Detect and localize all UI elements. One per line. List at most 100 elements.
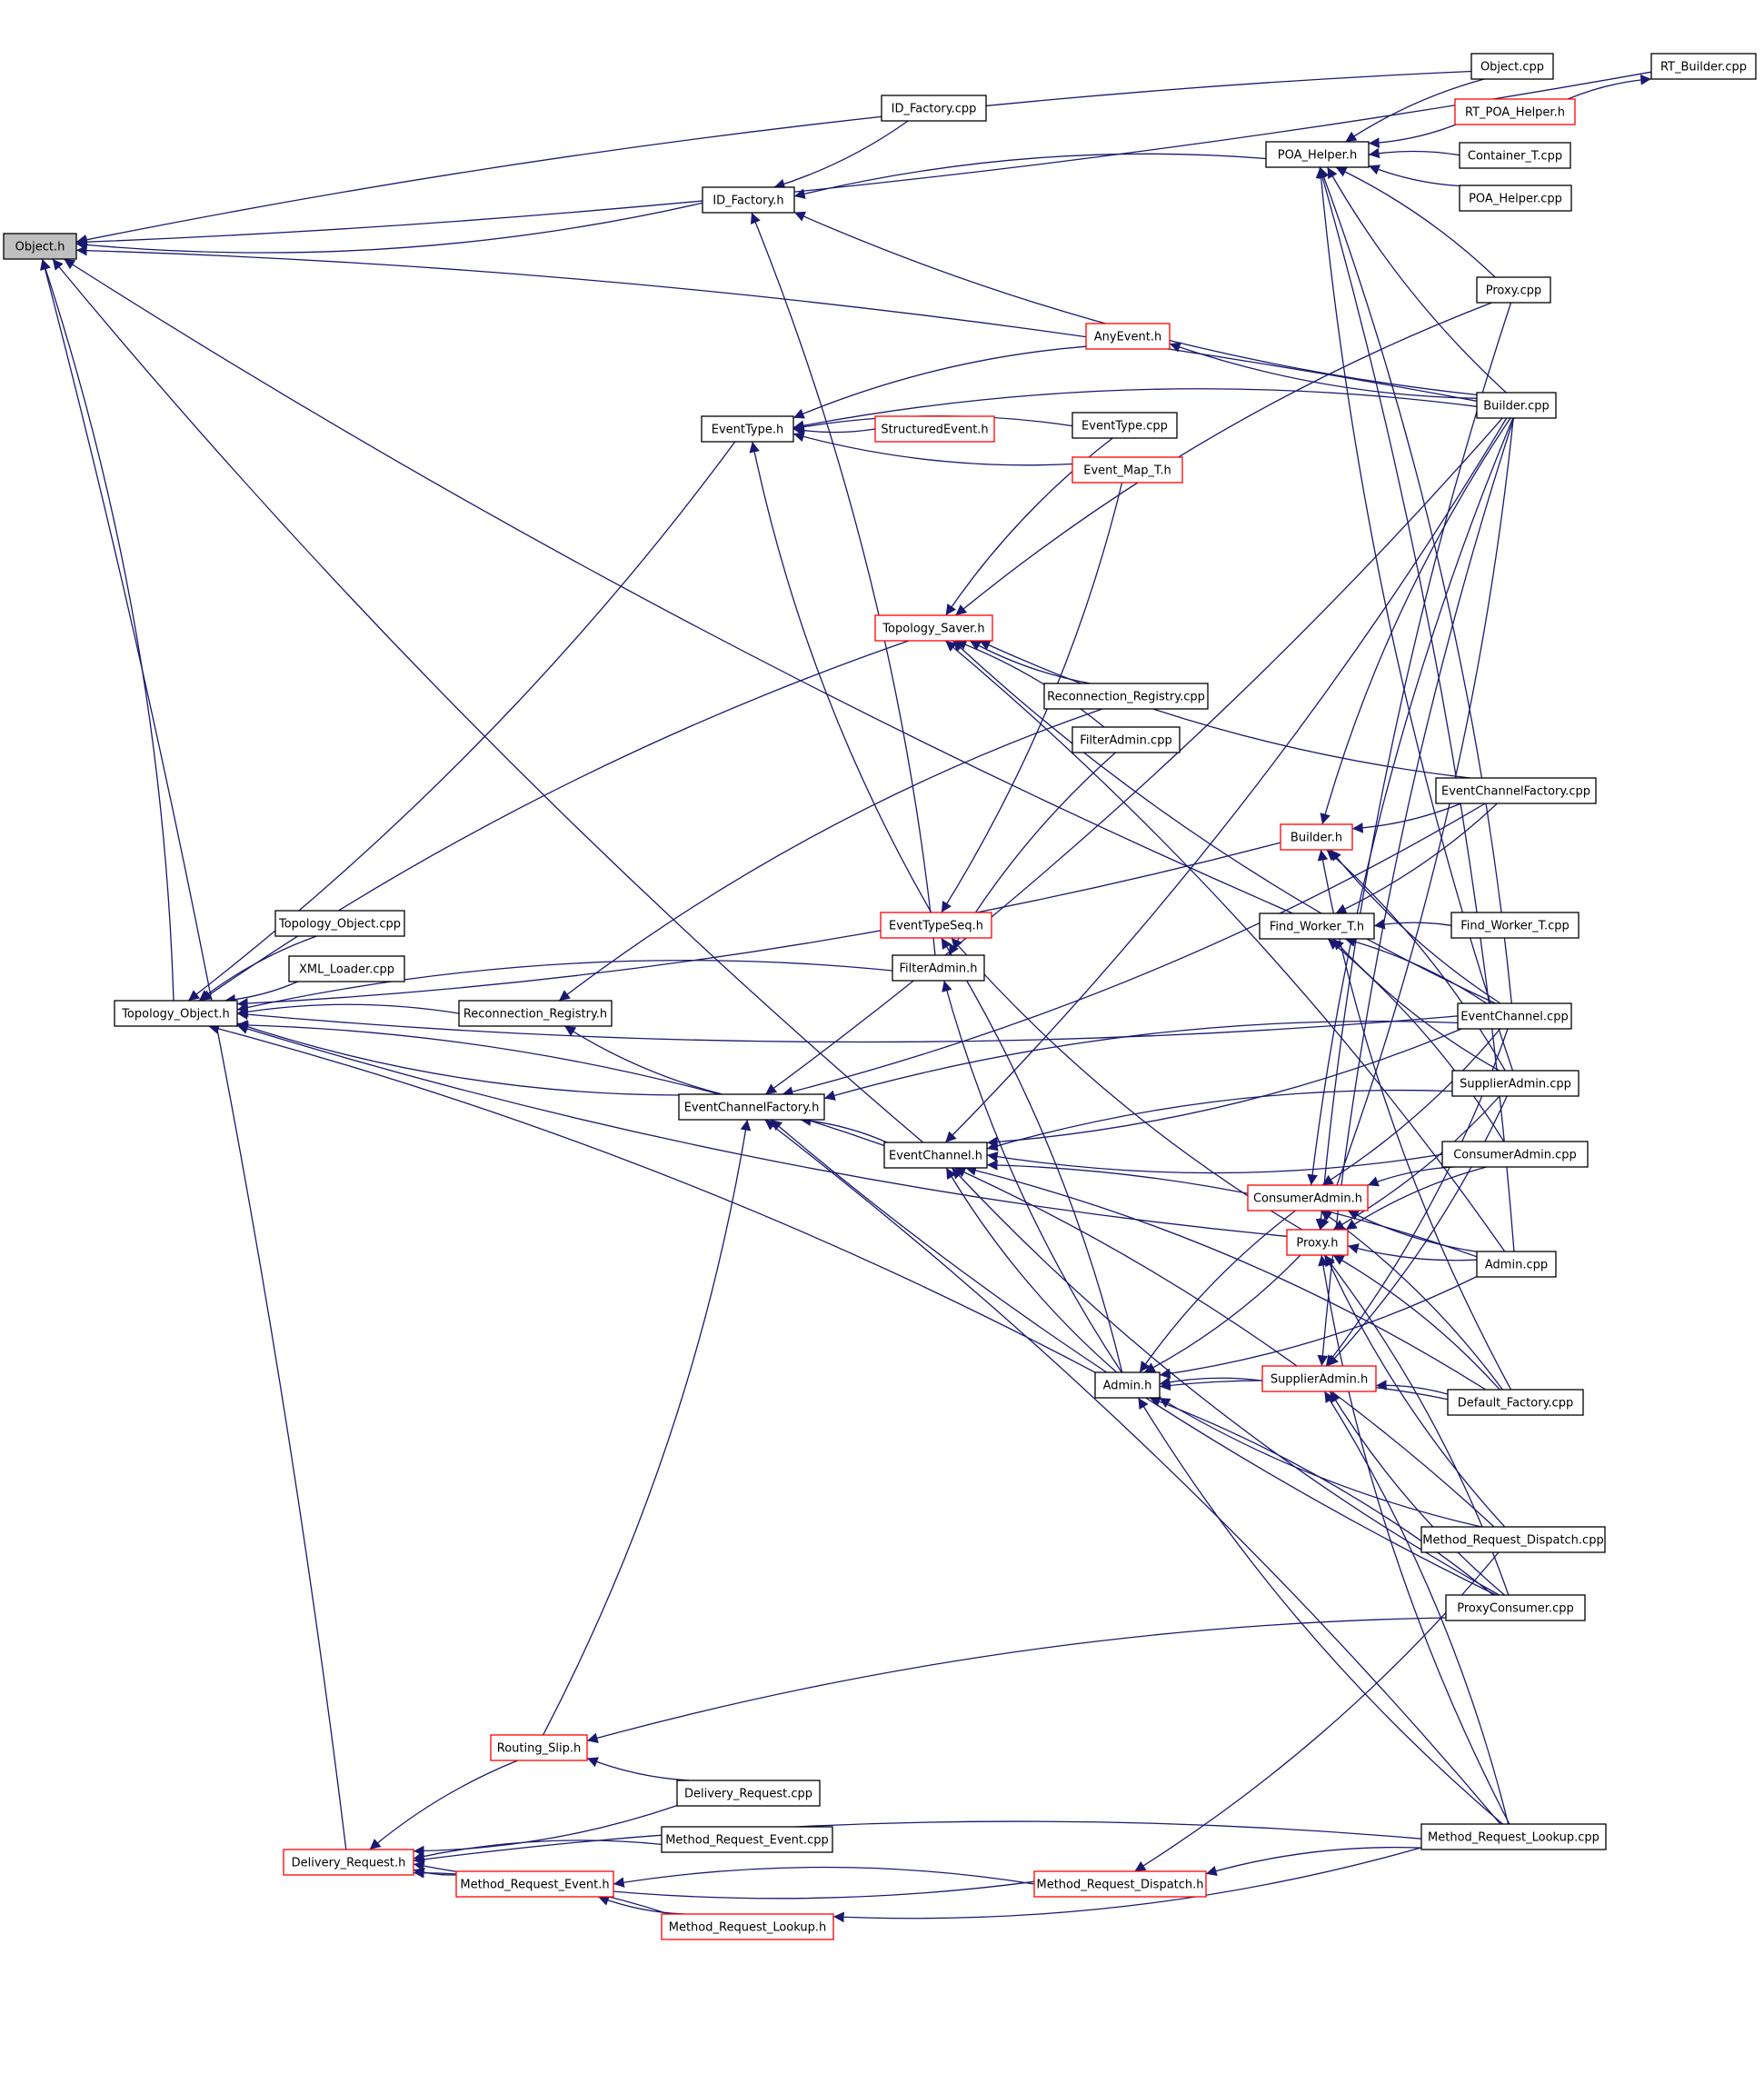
node-builder-cpp[interactable]: Builder.cpp xyxy=(1476,392,1557,419)
node-topology-object-h[interactable]: Topology_Object.h xyxy=(114,1000,238,1027)
node-label: Event_Map_T.h xyxy=(1083,464,1171,478)
edge-find_worker_t_cpp-to-find_worker_t_h xyxy=(1373,919,1452,930)
node-label: Topology_Object.h xyxy=(121,1008,230,1022)
node-reconnection-registry-h[interactable]: Reconnection_Registry.h xyxy=(458,1000,613,1027)
node-id-factory-cpp[interactable]: ID_Factory.cpp xyxy=(881,95,987,122)
node-box xyxy=(1450,912,1580,939)
node-event-map-t-h[interactable]: Event_Map_T.h xyxy=(1071,456,1183,484)
node-filteradmin-h[interactable]: FilterAdmin.h xyxy=(892,954,985,982)
node-label: Reconnection_Registry.cpp xyxy=(1047,691,1205,704)
edge-eventchannel_h-to-eventchannelfactory_h xyxy=(800,1115,888,1143)
node-eventtype-h[interactable]: EventType.h xyxy=(701,415,794,443)
node-label: EventChannelFactory.h xyxy=(684,1102,820,1115)
node-eventtypeseq-h[interactable]: EventTypeSeq.h xyxy=(880,912,992,939)
node-admin-h[interactable]: Admin.h xyxy=(1094,1371,1161,1399)
edge-proxyconsumer_cpp-to-eventchannel_h xyxy=(951,1167,1500,1596)
node-id-factory-h[interactable]: ID_Factory.h xyxy=(702,186,795,214)
edge-supplieradmin_cpp-to-poa_helper_h xyxy=(1315,166,1514,1072)
edge-eventchannelfactory_h-to-topology_object_h xyxy=(236,1022,680,1096)
node-anyevent-h[interactable]: AnyEvent.h xyxy=(1085,323,1171,350)
node-rt-builder-cpp[interactable]: RT_Builder.cpp xyxy=(1650,53,1757,80)
node-find-worker-t-cpp[interactable]: Find_Worker_T.cpp xyxy=(1450,912,1580,939)
edge-consumeradmin_cpp-to-eventchannel_h xyxy=(986,1151,1443,1174)
node-eventchannelfactory-h[interactable]: EventChannelFactory.h xyxy=(678,1093,825,1121)
node-method-request-lookup-cpp[interactable]: Method_Request_Lookup.cpp xyxy=(1420,1823,1607,1850)
node-filteradmin-cpp[interactable]: FilterAdmin.cpp xyxy=(1071,726,1181,753)
node-consumeradmin-h[interactable]: ConsumerAdmin.h xyxy=(1247,1184,1369,1212)
node-eventchannelfactory-cpp[interactable]: EventChannelFactory.cpp xyxy=(1435,777,1597,804)
edge-admin_cpp-to-consumeradmin_h xyxy=(1347,1210,1478,1252)
node-supplieradmin-h[interactable]: SupplierAdmin.h xyxy=(1261,1365,1377,1392)
node-eventtype-cpp[interactable]: EventType.cpp xyxy=(1071,412,1178,439)
node-box xyxy=(1476,1251,1557,1278)
edge-admin_h-to-eventtypeseq_h xyxy=(941,937,1123,1373)
node-delivery-request-h[interactable]: Delivery_Request.h xyxy=(283,1849,414,1876)
node-box xyxy=(1265,141,1370,168)
node-find-worker-t-h[interactable]: Find_Worker_T.h xyxy=(1259,912,1375,940)
nodes-layer: Object.h RT_Builder.cpp Object.cppRT_POA_H… xyxy=(3,53,1757,1940)
edge-builder_cpp-to-object_h xyxy=(75,244,1478,402)
edge-container_t_cpp-to-poa_helper_h xyxy=(1368,147,1460,159)
edge-supplieradmin_cpp-to-builder_h xyxy=(1326,849,1506,1072)
node-proxy-h[interactable]: Proxy.h xyxy=(1286,1229,1349,1256)
edge-proxy_cpp-to-topology_saver_h xyxy=(955,302,1492,616)
edge-method_request_event_cpp-to-delivery_request_h xyxy=(413,1840,663,1862)
node-builder-h[interactable]: Builder.h xyxy=(1280,823,1353,851)
edge-routing_slip_h-to-eventchannelfactory_h xyxy=(543,1119,752,1736)
edge-method_request_lookup_cpp-to-supplieradmin_h xyxy=(1323,1391,1510,1825)
node-admin-cpp[interactable]: Admin.cpp xyxy=(1476,1251,1557,1278)
edge-reconnection_registry_cpp-to-reconnection_registry_h xyxy=(558,708,1103,1002)
edge-delivery_request_h-to-object_h xyxy=(40,258,347,1850)
node-method-request-lookup-h[interactable]: Method_Request_Lookup.h xyxy=(661,1913,834,1940)
node-poa-helper-h[interactable]: POA_Helper.h xyxy=(1265,141,1370,168)
edge-builder_cpp-to-proxy_h xyxy=(1319,417,1514,1231)
node-topology-object-cpp[interactable]: Topology_Object.cpp xyxy=(274,910,405,937)
edge-builder_cpp-to-consumeradmin_h xyxy=(1307,417,1514,1186)
node-label: Find_Worker_T.h xyxy=(1270,921,1364,934)
node-supplieradmin-cpp[interactable]: SupplierAdmin.cpp xyxy=(1451,1070,1580,1097)
node-topology-saver-h[interactable]: Topology_Saver.h xyxy=(874,614,993,642)
node-object-h[interactable]: Object.h xyxy=(3,233,77,260)
node-proxyconsumer-cpp[interactable]: ProxyConsumer.cpp xyxy=(1445,1594,1586,1621)
node-proxy-cpp[interactable]: Proxy.cpp xyxy=(1476,276,1551,304)
node-container-t-cpp[interactable]: Container_T.cpp xyxy=(1459,142,1571,169)
node-method-request-event-h[interactable]: Method_Request_Event.h xyxy=(455,1870,614,1898)
edge-rt_poa_helper_h-to-rt_builder_cpp xyxy=(1567,74,1652,100)
node-xml-loader-cpp[interactable]: XML_Loader.cpp xyxy=(288,955,405,982)
edge-delivery_request_cpp-to-delivery_request_h xyxy=(413,1804,678,1857)
edge-structuredevent_h-to-eventtype_h xyxy=(792,425,876,436)
edge-builder_cpp-to-eventchannel_h xyxy=(944,417,1508,1143)
node-poa-helper-cpp[interactable]: POA_Helper.cpp xyxy=(1459,184,1572,212)
edge-admin_h-to-eventchannel_h xyxy=(945,1167,1118,1373)
node-method-request-event-cpp[interactable]: Method_Request_Event.cpp xyxy=(661,1826,833,1853)
node-box xyxy=(1071,726,1181,753)
node-label: Proxy.h xyxy=(1296,1237,1338,1251)
node-label: ConsumerAdmin.cpp xyxy=(1453,1149,1577,1162)
edge-eventchannelfactory_cpp-to-find_worker_t_h xyxy=(1335,803,1498,914)
node-object-cpp[interactable]: Object.cpp xyxy=(1470,53,1554,80)
node-label: Proxy.cpp xyxy=(1486,284,1542,298)
edge-eventchannel_h-to-topology_object_h xyxy=(236,1020,885,1147)
node-routing-slip-h[interactable]: Routing_Slip.h xyxy=(490,1734,588,1761)
node-method-request-dispatch-cpp[interactable]: Method_Request_Dispatch.cpp xyxy=(1420,1526,1606,1553)
edge-builder_cpp-to-id_factory_h xyxy=(793,211,1478,396)
node-box xyxy=(1457,1002,1572,1030)
node-structuredevent-h[interactable]: StructuredEvent.h xyxy=(874,415,995,443)
node-eventchannel-h[interactable]: EventChannel.h xyxy=(883,1142,988,1169)
node-delivery-request-cpp[interactable]: Delivery_Request.cpp xyxy=(676,1780,821,1807)
node-eventchannel-cpp[interactable]: EventChannel.cpp xyxy=(1457,1002,1572,1030)
node-rt-poa-helper-h[interactable]: RT_POA_Helper.h xyxy=(1454,98,1576,125)
node-box xyxy=(1280,823,1353,851)
edge-proxy_cpp-to-poa_helper_h xyxy=(1335,166,1496,278)
node-box xyxy=(1420,1823,1607,1850)
node-method-request-dispatch-h[interactable]: Method_Request_Dispatch.h xyxy=(1033,1870,1207,1898)
edge-eventchannelfactory_cpp-to-topology_saver_h xyxy=(979,640,1470,779)
node-label: EventTypeSeq.h xyxy=(889,920,983,933)
node-consumeradmin-cpp[interactable]: ConsumerAdmin.cpp xyxy=(1441,1141,1589,1168)
edge-routing_slip_h-to-delivery_request_h xyxy=(369,1760,518,1850)
node-reconnection-registry-cpp[interactable]: Reconnection_Registry.cpp xyxy=(1043,683,1209,710)
node-box xyxy=(274,910,405,937)
node-default-factory-cpp[interactable]: Default_Factory.cpp xyxy=(1447,1389,1584,1416)
node-box xyxy=(881,95,987,122)
